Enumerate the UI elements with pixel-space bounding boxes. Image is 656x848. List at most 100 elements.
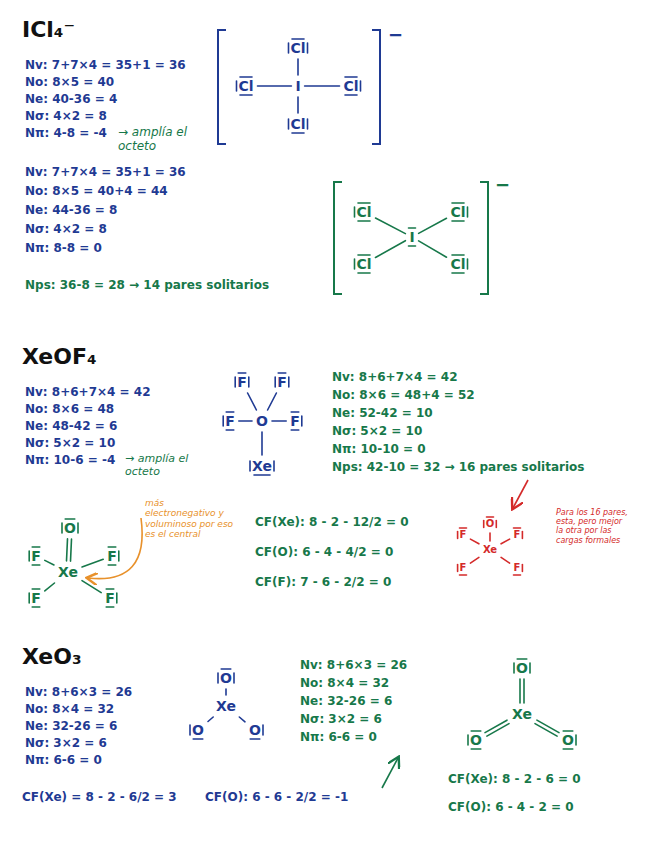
calculation-line: Nσ: 4×2 = 8 <box>25 109 107 124</box>
handwritten-note: más electronegativo y voluminoso por eso… <box>145 498 235 539</box>
atom-symbol: Cl <box>290 117 305 131</box>
atom-symbol: Cl <box>238 79 253 93</box>
bond-line <box>376 241 406 258</box>
lone-pair <box>288 377 290 387</box>
calculation-line: Nv: 8+6×3 = 26 <box>300 658 407 673</box>
atom-symbol: O <box>486 519 495 529</box>
lone-pair <box>273 461 275 471</box>
calculation-line: CF(Xe): 8 - 2 - 6 = 0 <box>448 772 581 787</box>
bond-line <box>523 679 525 703</box>
calculation-line: CF(Xe) = 8 - 2 - 6/2 = 3 <box>22 790 177 805</box>
handwritten-note: → amplía el octeto <box>118 126 208 154</box>
lone-pair <box>460 574 467 576</box>
atom-symbol: Cl <box>450 205 465 219</box>
atom-symbol: Xe <box>512 707 532 721</box>
atom-symbol: O <box>470 733 482 747</box>
calculation-line: Nσ: 3×2 = 6 <box>300 712 382 727</box>
calculation-line: Nσ: 5×2 = 10 <box>25 436 115 451</box>
lone-pair <box>233 673 235 683</box>
bracket <box>480 182 488 294</box>
lone-pair <box>274 377 276 387</box>
bracket <box>218 30 226 144</box>
bond-line <box>501 539 510 544</box>
lone-pair <box>240 76 252 78</box>
bond-line <box>71 539 72 561</box>
bond-line <box>82 559 103 567</box>
lone-pair <box>240 94 252 96</box>
lone-pair <box>514 574 521 576</box>
atom-symbol: Cl <box>450 257 465 271</box>
atom-symbol: F <box>290 414 300 428</box>
lone-pair <box>222 416 224 426</box>
bond-line <box>297 59 299 75</box>
atom-symbol: F <box>31 549 41 563</box>
calculation-line: Nσ: 4×2 = 8 <box>25 222 107 237</box>
calculation-line: CF(O): 6 - 6 - 2/2 = -1 <box>205 790 348 805</box>
atom-symbol: O <box>562 733 574 747</box>
lone-pair <box>189 725 191 735</box>
atom-symbol: O <box>256 414 268 428</box>
lone-pair <box>32 606 40 608</box>
bond-line <box>261 432 263 455</box>
lone-pair <box>452 254 464 256</box>
bracket <box>334 182 342 294</box>
calculation-line: Nπ: 10-10 = 0 <box>332 442 426 457</box>
lone-pair <box>409 245 416 247</box>
bond-line <box>45 583 55 591</box>
handwritten-note: → amplía el octeto <box>125 453 205 478</box>
lone-pair <box>32 546 40 548</box>
lone-pair <box>360 81 362 91</box>
bond-line <box>305 85 340 87</box>
lone-pair <box>307 43 309 53</box>
bond-line <box>419 241 447 257</box>
calculation-line: No: 8×4 = 32 <box>25 702 114 717</box>
calculation-line: Nps: 36-8 = 28 → 14 pares solitarios <box>25 278 269 293</box>
lone-pair <box>354 259 356 269</box>
bond-line <box>239 717 245 722</box>
calculation-line: Nπ: 10-6 = -4 <box>25 453 115 468</box>
calculation-line: Nπ: 4-8 = -4 <box>25 126 107 141</box>
calculation-line: Nv: 7+7×4 = 35+1 = 36 <box>25 58 186 73</box>
atom-symbol: O <box>249 723 261 737</box>
lone-pair <box>358 254 370 256</box>
calculation-line: Nv: 8+6×3 = 26 <box>25 685 132 700</box>
bond-line <box>470 557 479 563</box>
lone-pair <box>522 565 524 572</box>
lone-pair <box>471 730 481 732</box>
atom-symbol: Xe <box>58 565 78 579</box>
lone-pair <box>118 551 120 561</box>
calculation-line: Nπ: 8-8 = 0 <box>25 241 102 256</box>
lone-pair <box>278 372 286 374</box>
lone-pair <box>193 738 203 740</box>
section-heading: ICl₄⁻ <box>22 16 75 44</box>
lone-pair <box>301 416 303 426</box>
atom-symbol: F <box>460 563 467 573</box>
bond-line <box>45 560 54 565</box>
calculation-line: CF(Xe): 8 - 2 - 12/2 = 0 <box>255 515 409 530</box>
lone-pair <box>307 119 309 129</box>
lone-pair <box>563 748 573 750</box>
lone-pair <box>345 94 357 96</box>
lone-pair <box>517 658 527 660</box>
arrow <box>513 480 528 508</box>
section-heading: XeOF₄ <box>22 343 97 371</box>
atom-symbol: O <box>64 521 76 535</box>
lone-pair <box>529 663 531 673</box>
atom-symbol: F <box>460 530 467 540</box>
charge-sign: − <box>495 174 510 197</box>
atom-symbol: O <box>192 723 204 737</box>
bond-line <box>419 218 447 233</box>
atom-symbol: Xe <box>216 699 236 713</box>
atom-symbol: I <box>295 79 300 93</box>
calculation-line: Nv: 7+7×4 = 35+1 = 36 <box>25 165 186 180</box>
lone-pair <box>513 663 515 673</box>
calculation-line: Nπ: 6-6 = 0 <box>25 753 102 768</box>
calculation-line: Nπ: 6-6 = 0 <box>300 730 377 745</box>
calculation-line: Ne: 48-42 = 6 <box>25 419 117 434</box>
calculation-line: CF(F): 7 - 6 - 2/2 = 0 <box>255 575 391 590</box>
lone-pair <box>217 673 219 683</box>
lone-pair <box>563 730 573 732</box>
calculation-line: Ne: 44-36 = 8 <box>25 203 117 218</box>
lone-pair <box>236 81 238 91</box>
bond-line <box>208 717 213 722</box>
